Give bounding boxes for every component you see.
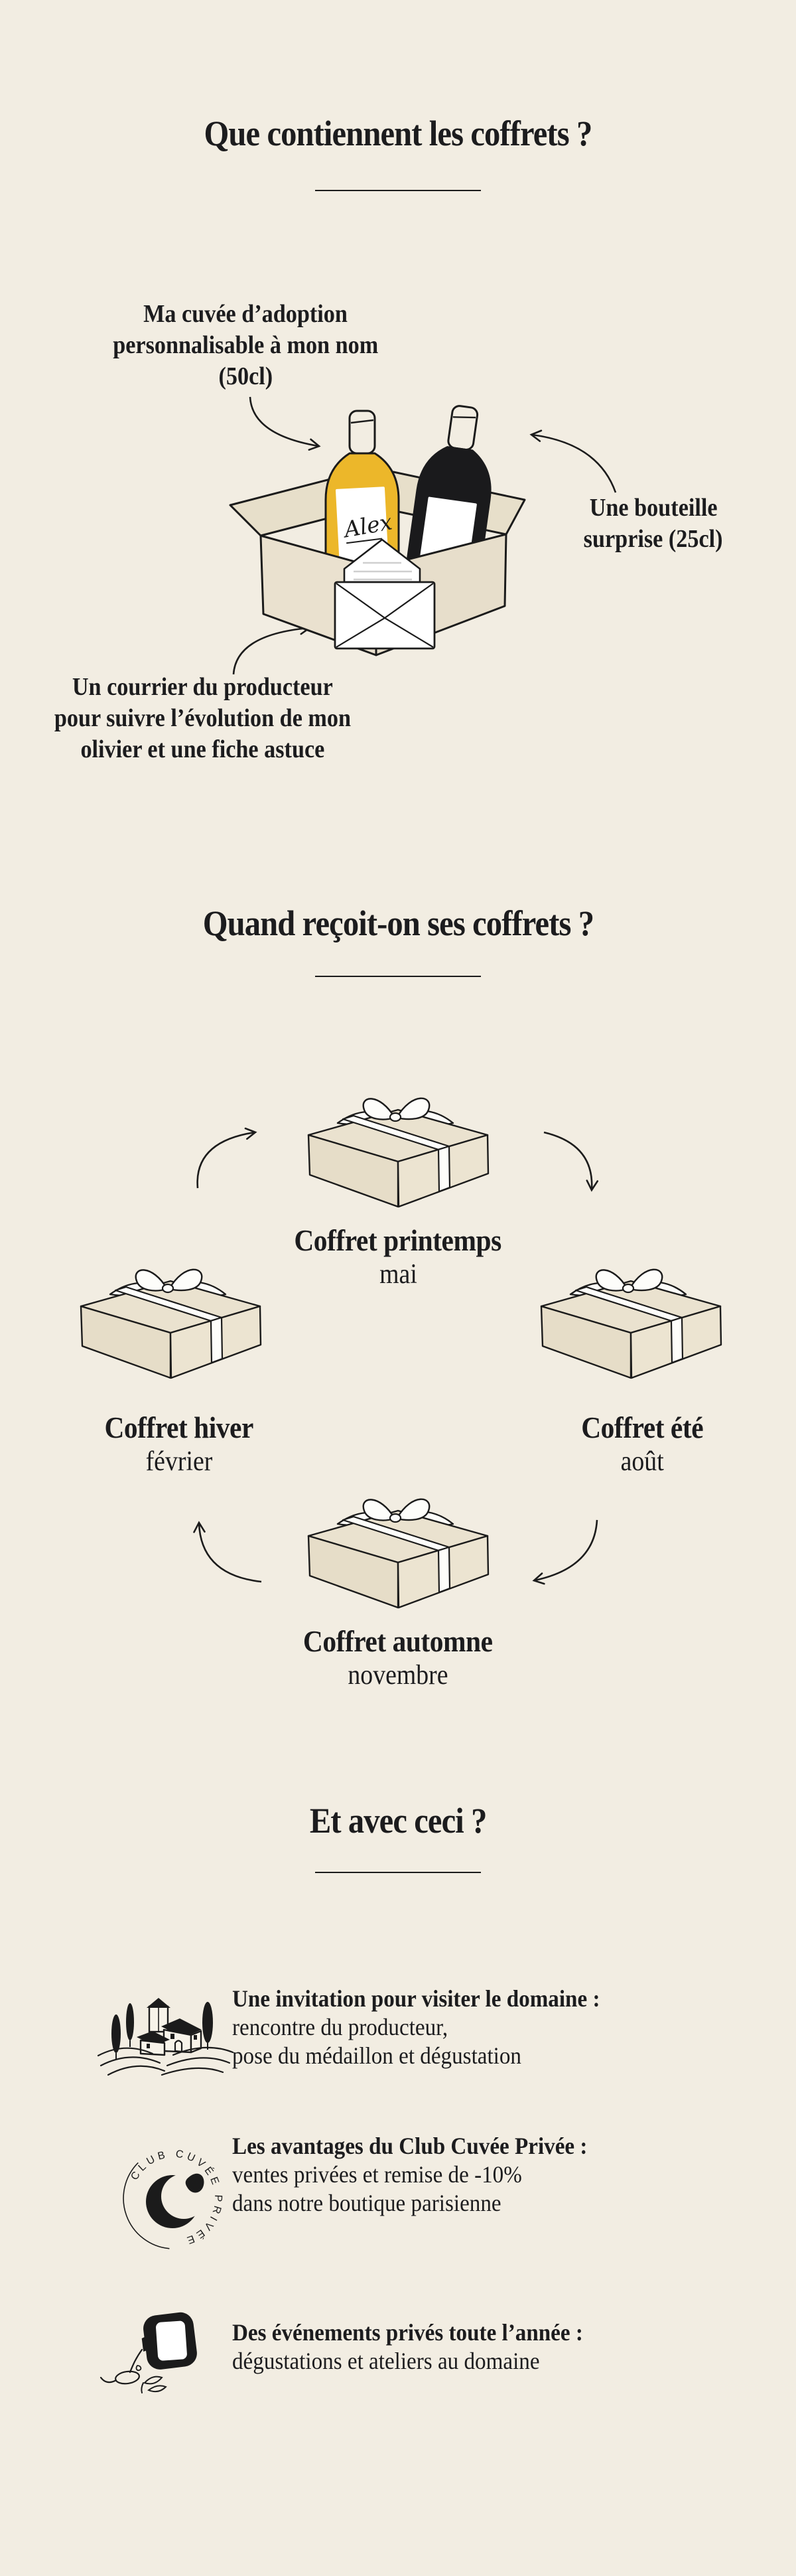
- annotation-arrows-icon: [232, 396, 617, 675]
- section-schedule-title: Quand reçoit-on ses coffrets ?: [202, 903, 594, 943]
- arrow-automne-to-hiver-icon: [193, 1521, 262, 1583]
- extra-item-club: Les avantages du Club Cuvée Privée : ven…: [232, 2133, 588, 2216]
- section-contents-title: Que contiennent les coffrets ?: [204, 114, 593, 153]
- note-cuvee: Ma cuvée d’adoption personnalisable à mo…: [112, 300, 379, 390]
- label-coffret-ete: Coffret été août: [581, 1410, 703, 1477]
- arrow-to-black-bottle-icon: [529, 429, 617, 493]
- club-stamp-icon: CLUB CUVÉE PRIVÉE: [123, 2149, 220, 2249]
- cycle-arrows-icon: [193, 1127, 599, 1585]
- arrow-to-envelope-icon: [232, 622, 312, 675]
- arrow-printemps-to-ete-icon: [543, 1131, 599, 1192]
- label-coffret-hiver: Coffret hiver février: [104, 1410, 254, 1477]
- label-coffret-automne: Coffret automne novembre: [303, 1624, 493, 1691]
- note-surprise: Une bouteille surprise (25cl): [584, 494, 723, 553]
- note-courrier: Un courrier du producteur pour suivre l’…: [54, 673, 351, 763]
- section-extras-title: Et avec ceci ?: [309, 1801, 488, 1841]
- extra-item-visit: Une invitation pour visiter le domaine :…: [232, 1985, 600, 2069]
- envelope-icon: [334, 581, 436, 650]
- divider: [315, 190, 481, 191]
- arrow-to-yellow-bottle-icon: [249, 396, 321, 451]
- arrow-ete-to-automne-icon: [532, 1519, 598, 1585]
- village-icon: [97, 1998, 234, 2076]
- arrow-hiver-to-printemps-icon: [196, 1127, 257, 1189]
- label-coffret-printemps: Coffret printemps mai: [294, 1223, 502, 1290]
- divider: [315, 1872, 481, 1873]
- tasting-icon: [100, 2312, 197, 2393]
- extra-item-events: Des événements privés toute l’année : dé…: [232, 2319, 583, 2374]
- divider: [315, 976, 481, 977]
- gift-box-contents-illustration: Alex: [229, 405, 526, 656]
